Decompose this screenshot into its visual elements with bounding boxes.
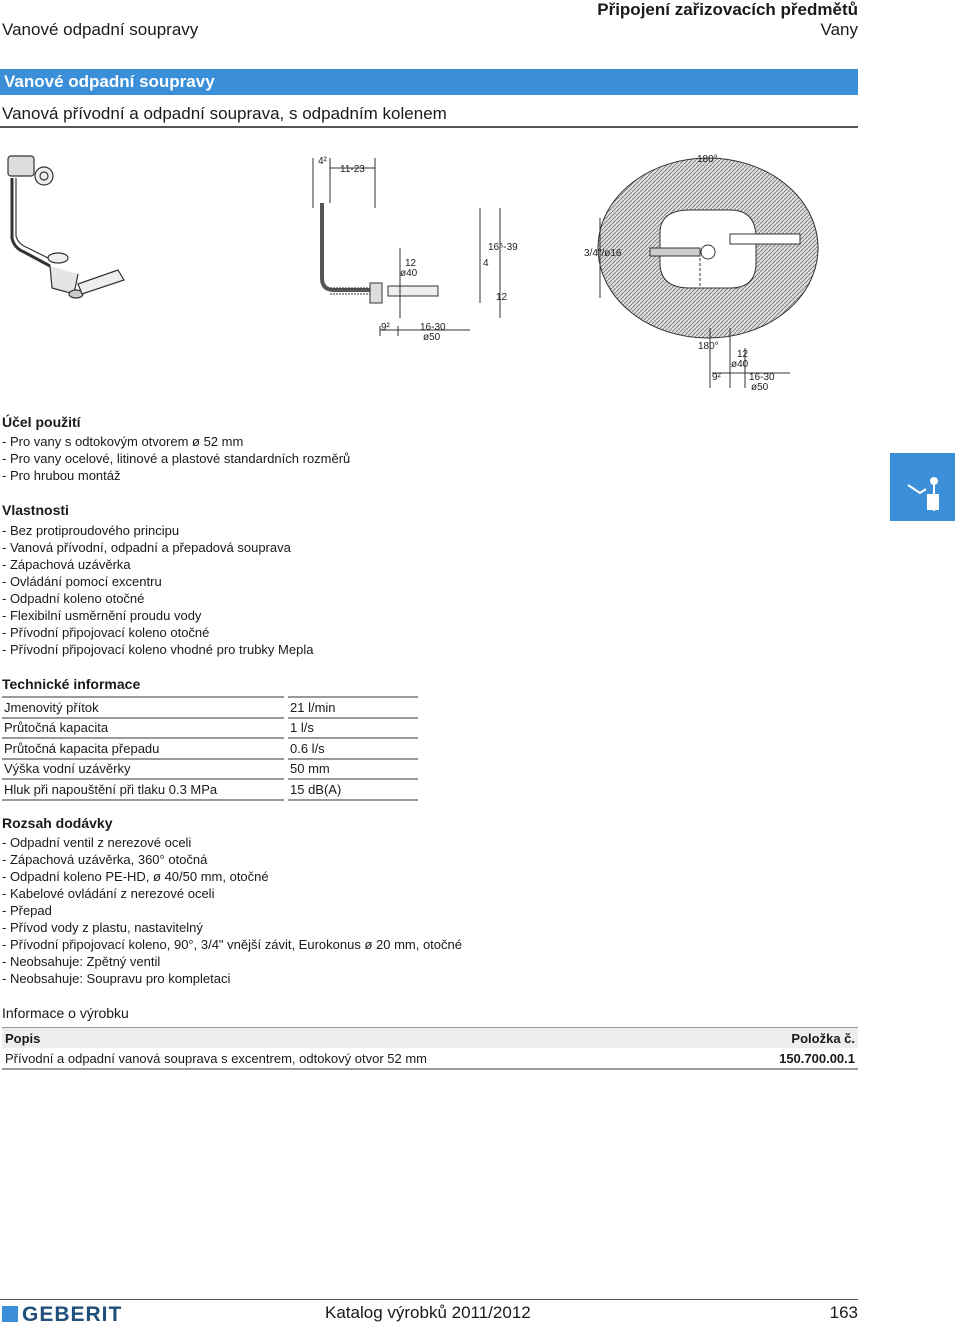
list-item: - Neobsahuje: Zpětný ventil bbox=[2, 954, 161, 969]
col-header-description: Popis bbox=[2, 1027, 721, 1048]
logo-mark bbox=[2, 1306, 18, 1322]
list-item: - Vanová přívodní, odpadní a přepadová s… bbox=[2, 540, 291, 555]
side-category-tab bbox=[890, 453, 955, 521]
dim-16-30-plan: 16-30 bbox=[749, 372, 775, 383]
table-cell-label: Hluk při napouštění při tlaku 0.3 MPa bbox=[2, 779, 286, 801]
dim-o40-plan: ø40 bbox=[731, 359, 749, 370]
table-cell-value: 21 l/min bbox=[284, 696, 418, 719]
dim-12-right: 12 bbox=[496, 292, 508, 303]
logo-text: GEBERIT bbox=[22, 1303, 123, 1326]
list-item: - Flexibilní usměrnění proudu vody bbox=[2, 608, 202, 623]
catalog-title: Katalog výrobků 2011/2012 bbox=[325, 1303, 531, 1322]
dim-o50-plan: ø50 bbox=[751, 382, 769, 393]
table-row: Výška vodní uzávěrky 50 mm bbox=[2, 758, 418, 780]
dim-9-2-left: 9² bbox=[381, 322, 391, 333]
table-cell-value: 1 l/s bbox=[284, 717, 418, 739]
table-cell-label: Jmenovitý přítok bbox=[2, 696, 286, 719]
list-item: - Bez protiproudového principu bbox=[2, 523, 180, 538]
table-cell-value: 15 dB(A) bbox=[284, 779, 418, 801]
technical-info-title: Technické informace bbox=[2, 676, 141, 692]
table-row: Průtočná kapacita přepadu 0.6 l/s bbox=[2, 738, 418, 760]
list-item: - Přívod vody z plastu, nastavitelný bbox=[2, 920, 203, 935]
list-item: - Kabelové ovládání z nerezové oceli bbox=[2, 886, 215, 901]
scope-title: Rozsah dodávky bbox=[2, 815, 113, 831]
dim-16-39: 16⁵-39 bbox=[488, 242, 518, 253]
properties-list: - Bez protiproudového principu - Vanová … bbox=[2, 522, 313, 658]
list-item: - Zápachová uzávěrka bbox=[2, 557, 131, 572]
table-header-row: Popis Položka č. bbox=[2, 1027, 858, 1048]
product-sketch bbox=[7, 155, 125, 299]
product-info-table: Popis Položka č. Přívodní a odpadní vano… bbox=[2, 1027, 858, 1070]
subtitle-rule bbox=[0, 126, 858, 128]
dim-16-30-left: 16-30 bbox=[420, 322, 446, 333]
list-item: - Pro hrubou montáž bbox=[2, 468, 121, 483]
header-chapter-subtitle: Vany bbox=[820, 20, 859, 39]
table-cell-value: 0.6 l/s bbox=[284, 738, 418, 760]
dim-11-23: 11-23 bbox=[340, 164, 365, 175]
list-item: - Pro vany s odtokovým otvorem ø 52 mm bbox=[2, 434, 244, 449]
list-item: - Odpadní ventil z nerezové oceli bbox=[2, 835, 192, 850]
properties-title: Vlastnosti bbox=[2, 502, 69, 518]
dim-o40-left: ø40 bbox=[400, 268, 418, 279]
dim-12-left: 12 bbox=[405, 258, 417, 269]
page-number: 163 bbox=[829, 1303, 858, 1322]
header-chapter-title: Připojení zařizovacích předmětů bbox=[597, 0, 858, 19]
dim-4: 4 bbox=[483, 258, 489, 269]
list-item: - Odpadní koleno PE-HD, ø 40/50 mm, otoč… bbox=[2, 869, 269, 884]
technical-drawing: 4² 11-23 12 ø40 16⁵-39 4 12 9² 16-30 ø50… bbox=[7, 154, 819, 393]
technical-info-table: Jmenovitý přítok 21 l/min Průtočná kapac… bbox=[2, 696, 418, 801]
geberit-logo: GEBERIT bbox=[2, 1303, 122, 1327]
list-item: - Přepad bbox=[2, 903, 52, 918]
footer-rule bbox=[0, 1299, 858, 1300]
dim-3-4-o16: 3/4"/ø16 bbox=[584, 248, 622, 259]
list-item: - Přívodní připojovací koleno, 90°, 3/4"… bbox=[2, 937, 462, 952]
section-banner: Vanové odpadní soupravy bbox=[0, 69, 858, 95]
dim-9-2-plan: 9² bbox=[712, 372, 722, 383]
col-header-item-number: Položka č. bbox=[720, 1027, 858, 1048]
dim-o50-left: ø50 bbox=[423, 332, 441, 343]
dim-180-bottom: 180° bbox=[698, 341, 719, 352]
table-cell-description: Přívodní a odpadní vanová souprava s exc… bbox=[2, 1048, 721, 1070]
table-row: Průtočná kapacita 1 l/s bbox=[2, 717, 418, 739]
table-row: Jmenovitý přítok 21 l/min bbox=[2, 696, 418, 719]
list-item: - Odpadní koleno otočné bbox=[2, 591, 145, 606]
product-info-title: Informace o výrobku bbox=[2, 1005, 129, 1021]
table-row: Hluk při napouštění při tlaku 0.3 MPa 15… bbox=[2, 779, 418, 801]
purpose-list: - Pro vany s odtokovým otvorem ø 52 mm -… bbox=[2, 433, 350, 484]
list-item: - Zápachová uzávěrka, 360° otočná bbox=[2, 852, 208, 867]
dim-4-2: 4² bbox=[318, 156, 328, 167]
list-item: - Přívodní připojovací koleno otočné bbox=[2, 625, 210, 640]
dim-180-top: 180° bbox=[697, 154, 718, 165]
table-cell-label: Průtočná kapacita přepadu bbox=[2, 738, 286, 760]
list-item: - Neobsahuje: Soupravu pro kompletaci bbox=[2, 971, 231, 986]
list-item: - Pro vany ocelové, litinové a plastové … bbox=[2, 451, 351, 466]
purpose-title: Účel použití bbox=[2, 414, 81, 430]
product-subtitle: Vanová přívodní a odpadní souprava, s od… bbox=[2, 104, 447, 123]
header-section-title: Vanové odpadní soupravy bbox=[2, 20, 199, 39]
plan-view bbox=[597, 157, 819, 388]
bath-drain-icon bbox=[907, 477, 939, 511]
dim-12-plan: 12 bbox=[737, 349, 749, 360]
table-cell-item-number: 150.700.00.1 bbox=[720, 1048, 858, 1070]
scope-list: - Odpadní ventil z nerezové oceli - Zápa… bbox=[2, 834, 462, 987]
list-item: - Ovládání pomocí excentru bbox=[2, 574, 162, 589]
side-elevation bbox=[312, 158, 501, 336]
list-item: - Přívodní připojovací koleno vhodné pro… bbox=[2, 642, 314, 657]
table-row: Přívodní a odpadní vanová souprava s exc… bbox=[2, 1048, 858, 1070]
table-cell-label: Průtočná kapacita bbox=[2, 717, 286, 739]
table-cell-value: 50 mm bbox=[284, 758, 418, 780]
table-cell-label: Výška vodní uzávěrky bbox=[2, 758, 286, 780]
